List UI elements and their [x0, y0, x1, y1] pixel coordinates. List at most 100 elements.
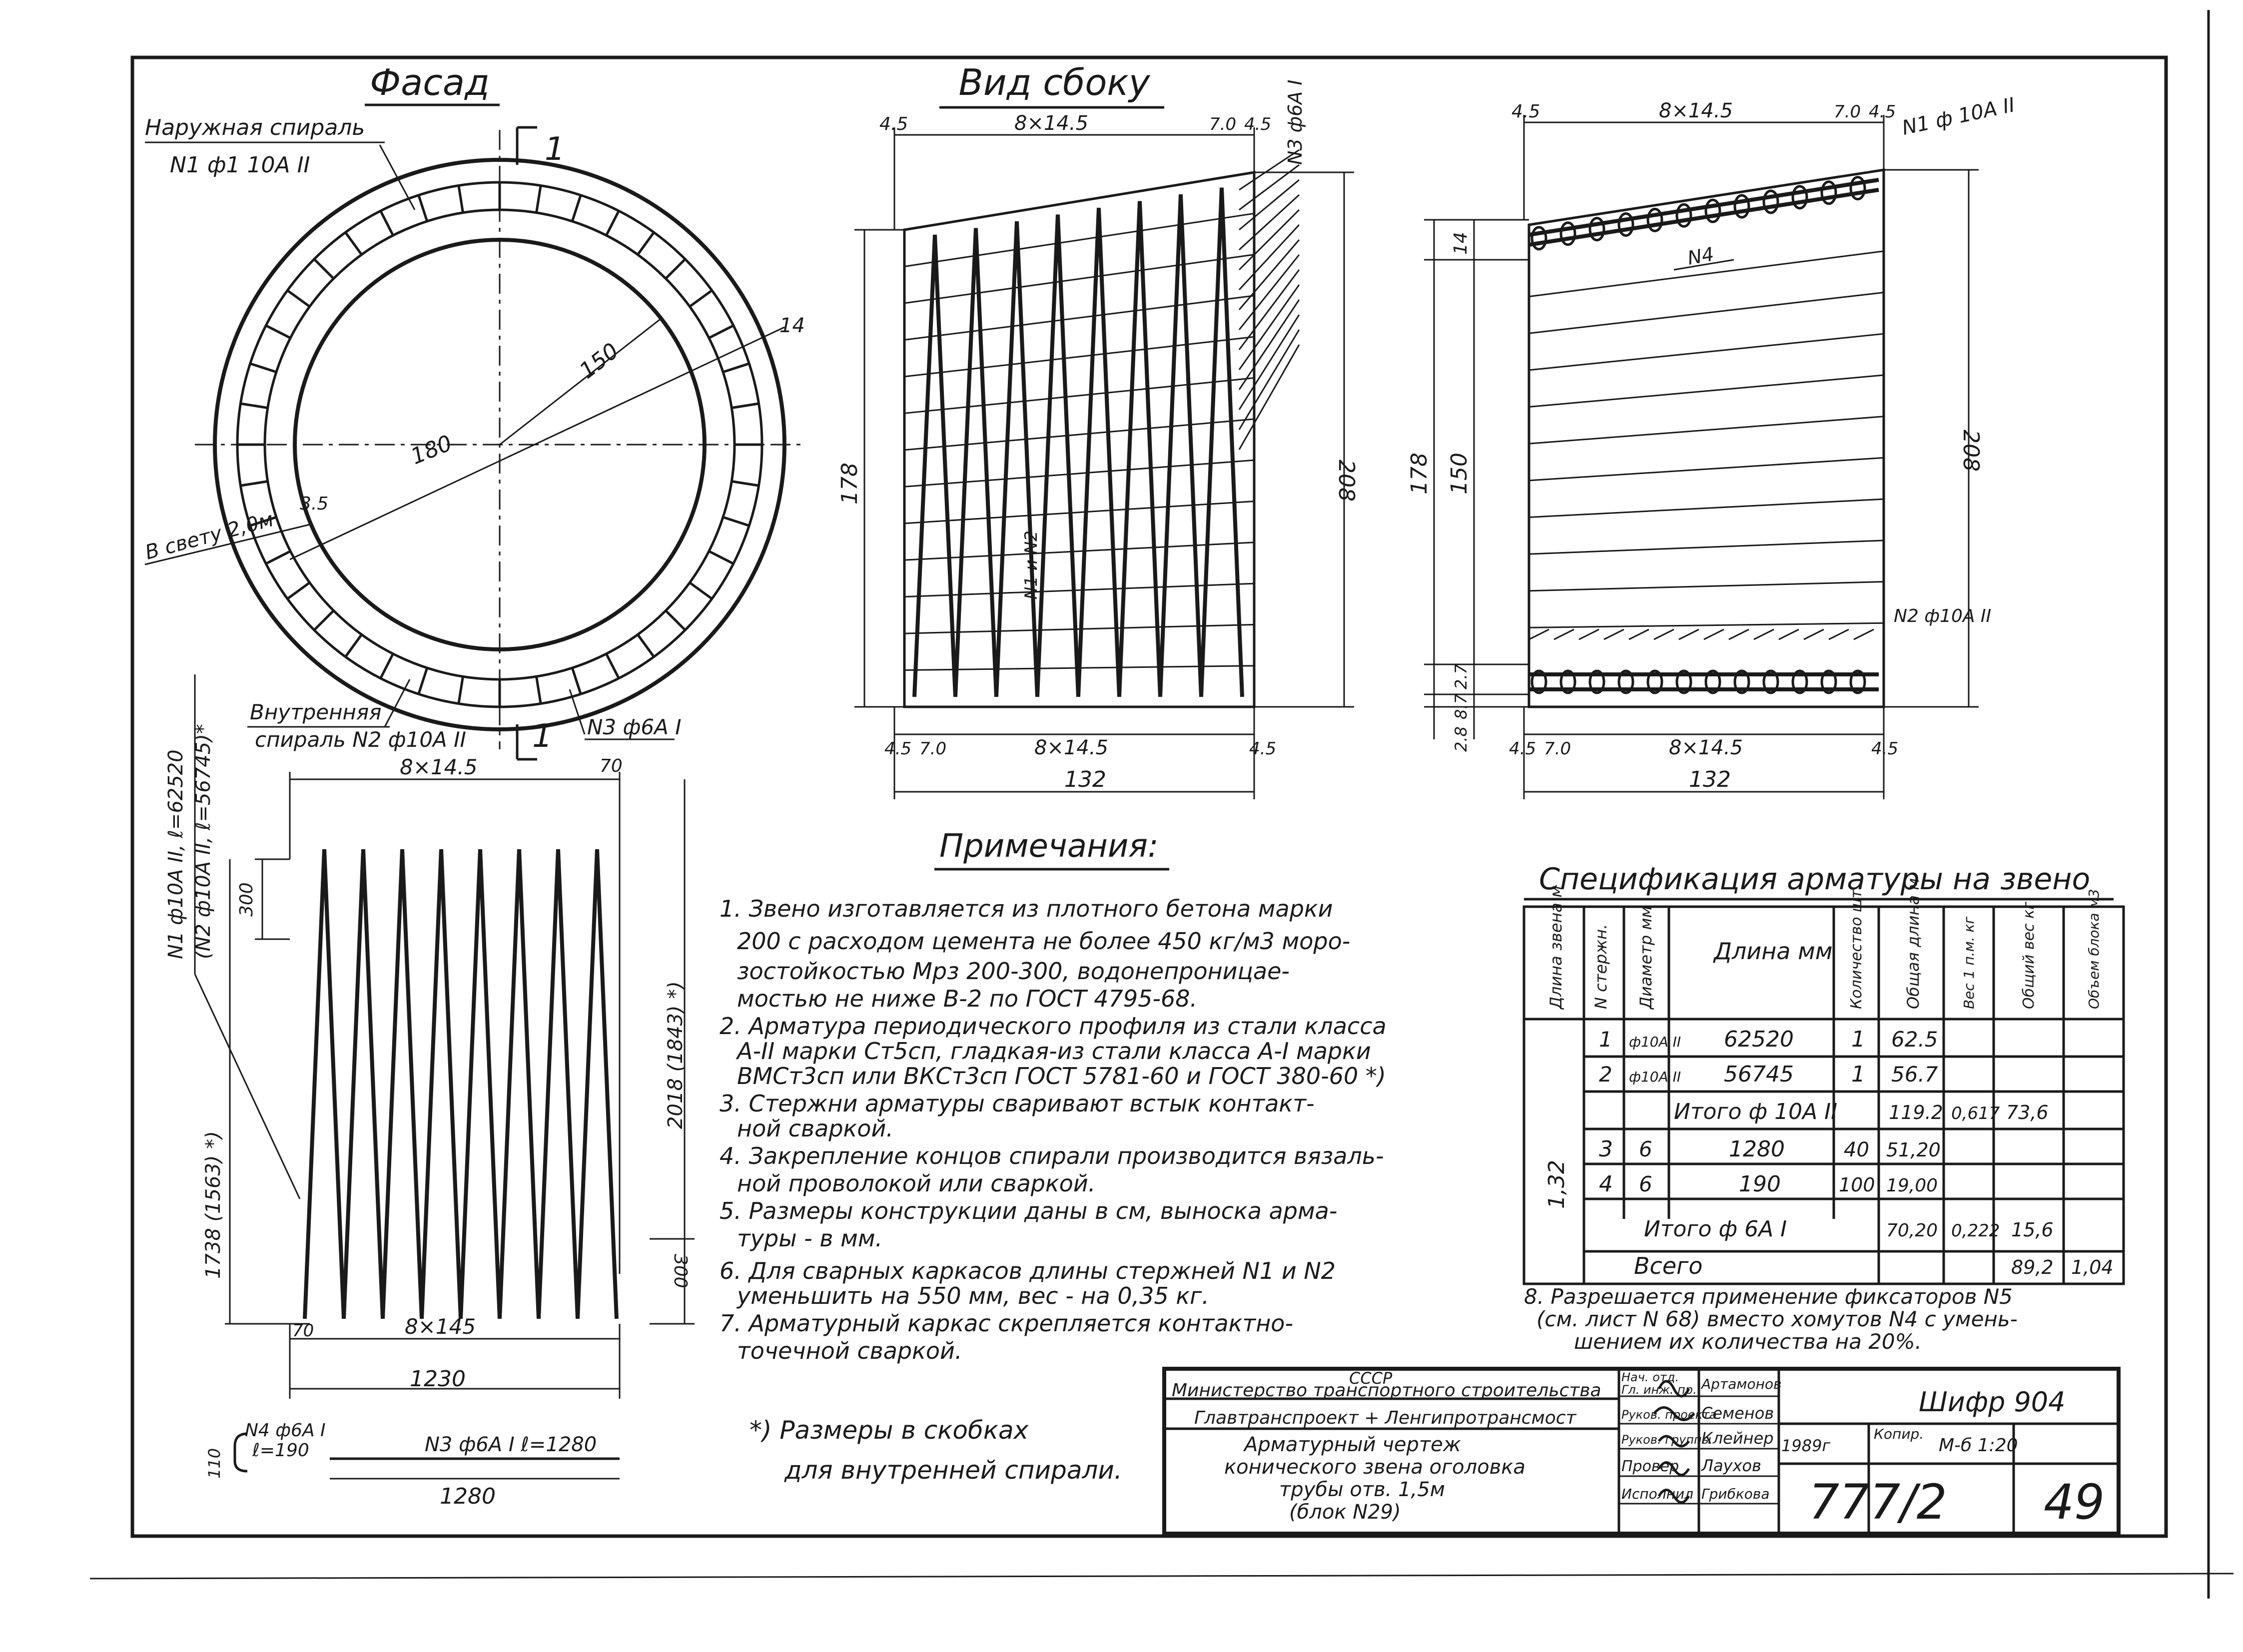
stirrup-tick [344, 633, 363, 658]
side-dim-178: 178 [837, 463, 862, 505]
leader-line [1238, 209, 1300, 271]
note-line: уменьшить на 550 мм, вес - на 0,35 кг. [736, 1282, 1209, 1309]
stirrup-tick [535, 185, 542, 213]
stirrup-tick [379, 210, 394, 236]
svg-text:8×14.5: 8×14.5 [1669, 736, 1743, 759]
svg-text:1: 1 [545, 131, 565, 168]
hatch-line [1828, 628, 1849, 640]
svg-text:Диаметр мм: Диаметр мм [1636, 906, 1655, 1010]
stirrup-tick [708, 550, 734, 565]
section-dim-132: 132 [1689, 767, 1731, 792]
svg-text:62.5: 62.5 [1891, 1027, 1938, 1052]
svg-text:1989г: 1989г [1781, 1436, 1830, 1455]
svg-text:Клейнер: Клейнер [1701, 1429, 1774, 1448]
stirrup-tick [637, 633, 655, 658]
stirrup-tick [265, 324, 291, 339]
side-dim-132: 132 [1064, 767, 1106, 792]
note-line: 6. Для сварных каркасов длины стержней N… [720, 1257, 1336, 1284]
note-line: А-II марки Ст5сп, гладкая-из стали класс… [736, 1038, 1371, 1065]
leader-line [1238, 314, 1300, 410]
section-view: 4.5 8×14.5 7.0 4.5 N1 ф 10А II N4 14 178… [1407, 93, 2017, 799]
stirrup-tick [571, 194, 582, 222]
hatch-line [1578, 628, 1599, 640]
n1-n2-label: N1 и N2 [1021, 531, 1041, 599]
unrolled-right-label: 2018 (1843) *) [664, 981, 687, 1129]
leader-line [1238, 299, 1300, 390]
stirrup-tick [605, 210, 620, 236]
svg-text:ℓ=190: ℓ=190 [252, 1440, 309, 1461]
svg-text:Итого ф 10А II: Итого ф 10А II [1674, 1099, 1837, 1124]
bar-section [1530, 226, 1547, 251]
svg-text:15,6: 15,6 [2011, 1219, 2054, 1241]
note-line: 200 с расходом цемента не более 450 кг/м… [737, 928, 1350, 955]
svg-text:трубы отв. 1,5м: трубы отв. 1,5м [1279, 1478, 1445, 1501]
svg-text:4.5: 4.5 [879, 114, 908, 134]
svg-text:56.7: 56.7 [1891, 1062, 1938, 1087]
section-hoop [1528, 581, 1884, 592]
stirrup-tick [240, 480, 268, 487]
n3-bar-label: N3 ф6А I ℓ=1280 [425, 1433, 597, 1456]
spiral-segment [1199, 187, 1244, 697]
stirrup-tick [689, 289, 713, 308]
n2-label-section: N2 ф10А II [1894, 606, 1991, 626]
stirrup-tick [344, 231, 363, 256]
section-dim-178: 178 [1407, 453, 1432, 495]
svg-text:70,20: 70,20 [1886, 1220, 1938, 1241]
section-hoop [1528, 291, 1884, 334]
top-bar [1528, 178, 1879, 237]
hatch-line [1778, 628, 1799, 640]
stirrup-tick [665, 609, 686, 631]
hoop-line [904, 582, 1255, 598]
svg-text:1280: 1280 [440, 1484, 496, 1509]
svg-text:М-б 1:20: М-б 1:20 [1939, 1435, 2018, 1456]
svg-text:8×14.5: 8×14.5 [1659, 99, 1733, 122]
stirrup-tick [731, 480, 759, 487]
section-hoop [1528, 540, 1884, 555]
svg-text:7.0: 7.0 [1209, 114, 1236, 134]
svg-text:Копир.: Копир. [1874, 1426, 1924, 1442]
svg-text:1,04: 1,04 [2071, 1256, 2114, 1278]
hoop-line [904, 336, 1255, 378]
svg-text:19,00: 19,00 [1886, 1175, 1938, 1196]
stirrup-tick [605, 653, 620, 679]
stirrup-tick [313, 258, 335, 280]
stirrup-tick [417, 667, 429, 695]
hatch-line [1653, 628, 1674, 640]
spiral-segment [1117, 201, 1162, 697]
spiral-segment [912, 234, 957, 697]
stirrup-tick [723, 516, 750, 527]
svg-text:Руков. группы: Руков. группы [1621, 1433, 1711, 1447]
note-line: ВМСт3сп или ВКСт3сп ГОСТ 5781-60 и ГОСТ … [737, 1063, 1386, 1090]
inner-spiral-label: Внутренняя [250, 700, 382, 724]
section-hoop [1528, 622, 1884, 628]
svg-text:1: 1 [1599, 1027, 1612, 1052]
svg-text:6: 6 [1639, 1172, 1652, 1196]
bar-section [1588, 217, 1605, 242]
hatch-line [1703, 628, 1724, 640]
svg-text:Арматурный чертеж: Арматурный чертеж [1243, 1433, 1461, 1456]
facade-dim-14: 14 [779, 314, 805, 337]
spiral-n2-rotated-label: (N2 ф10А II, ℓ=56745)* [192, 724, 215, 959]
facade-title: Фасад [370, 61, 490, 103]
spiral-n1-rotated-label: N1 ф10А II, ℓ=62520 [164, 749, 187, 959]
svg-text:62520: 62520 [1724, 1027, 1794, 1052]
hoop-line [904, 459, 1255, 488]
section-hoop [1528, 457, 1884, 482]
section-dim-150: 150 [1447, 453, 1472, 495]
spiral-segment [1035, 214, 1080, 697]
outer-spiral-label: Наружная спираль [145, 115, 365, 140]
svg-text:Грибкова: Грибкова [1701, 1486, 1770, 1502]
side-dim-208: 208 [1334, 460, 1359, 502]
notes-title: Примечания: [939, 828, 1159, 865]
bar-section [1646, 207, 1663, 232]
unrolled-left-label: 1738 (1563) *) [202, 1131, 225, 1279]
code-label: Шифр 904 [1919, 1386, 2066, 1418]
bar-details: N4 ф6А I ℓ=190 110 N3 ф6А I ℓ=1280 1280 [205, 1420, 620, 1509]
svg-text:Итого ф 6А I: Итого ф 6А I [1644, 1216, 1787, 1242]
stirrup-tick [313, 609, 335, 631]
hoop-line [904, 254, 1255, 304]
svg-text:4.5: 4.5 [1244, 114, 1271, 134]
svg-text:Общая длина м: Общая длина м [1904, 878, 1923, 1009]
footnote-1: *) Размеры в скобках [749, 1416, 1029, 1445]
section-dim-208: 208 [1958, 430, 1984, 472]
